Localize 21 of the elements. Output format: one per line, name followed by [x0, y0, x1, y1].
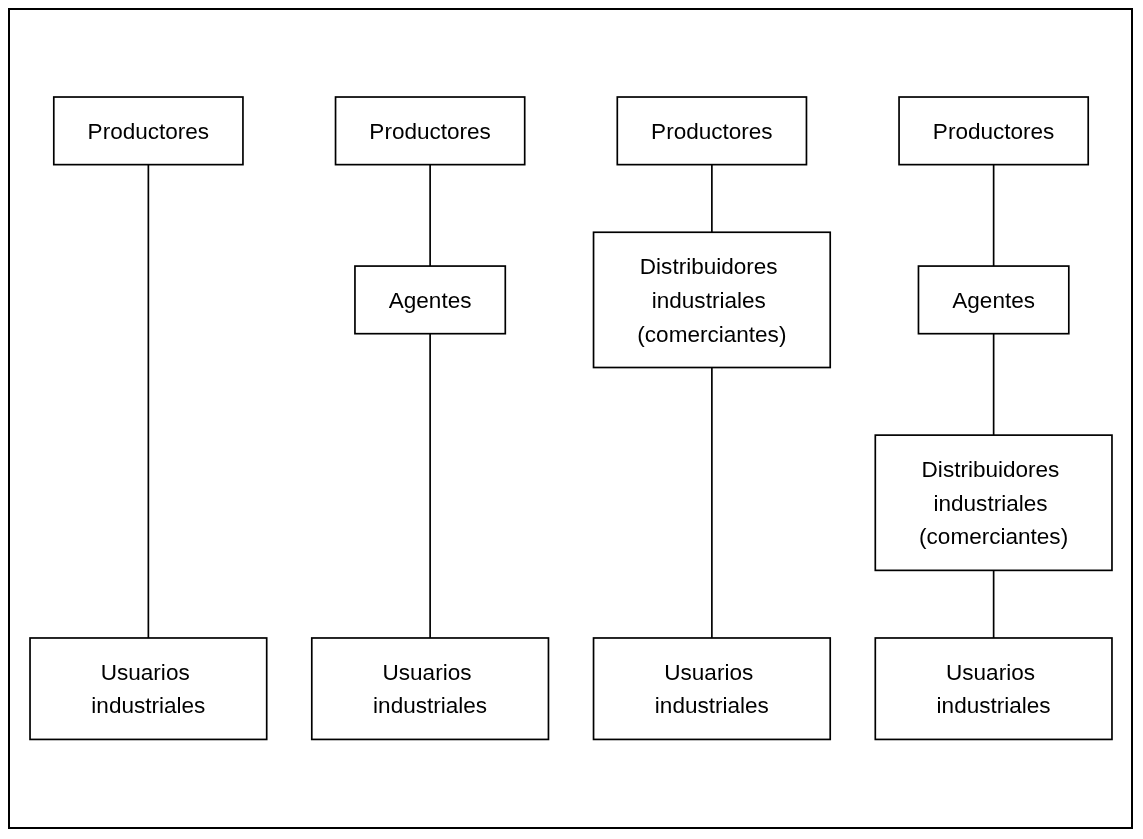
- connector: [710, 164, 713, 234]
- node-box: [52, 96, 244, 166]
- node-box: [310, 637, 549, 741]
- connector: [992, 164, 994, 268]
- connector: [710, 366, 713, 640]
- node-box: [353, 265, 506, 335]
- node-box: [615, 96, 807, 166]
- node-box: [897, 96, 1089, 166]
- connector: [428, 333, 431, 640]
- diagram-frame: Productores Productores Productores Productores Agentes Agentes Distribuidores industriales (comerciantes) Distribuidores industriales (comerciantes) Usuarios industriales Usuarios industriales Usuarios industriales Usuarios industriales: [8, 8, 1133, 829]
- node-box: [334, 96, 526, 166]
- node-box: [592, 637, 831, 741]
- node-box: [917, 265, 1070, 335]
- node-box: [28, 637, 268, 741]
- connector: [992, 333, 994, 437]
- node-box: [873, 434, 1113, 572]
- connector: [428, 164, 431, 268]
- node-box: [873, 637, 1113, 741]
- node-box: [592, 231, 831, 369]
- connector: [992, 569, 994, 640]
- connector: [147, 164, 149, 640]
